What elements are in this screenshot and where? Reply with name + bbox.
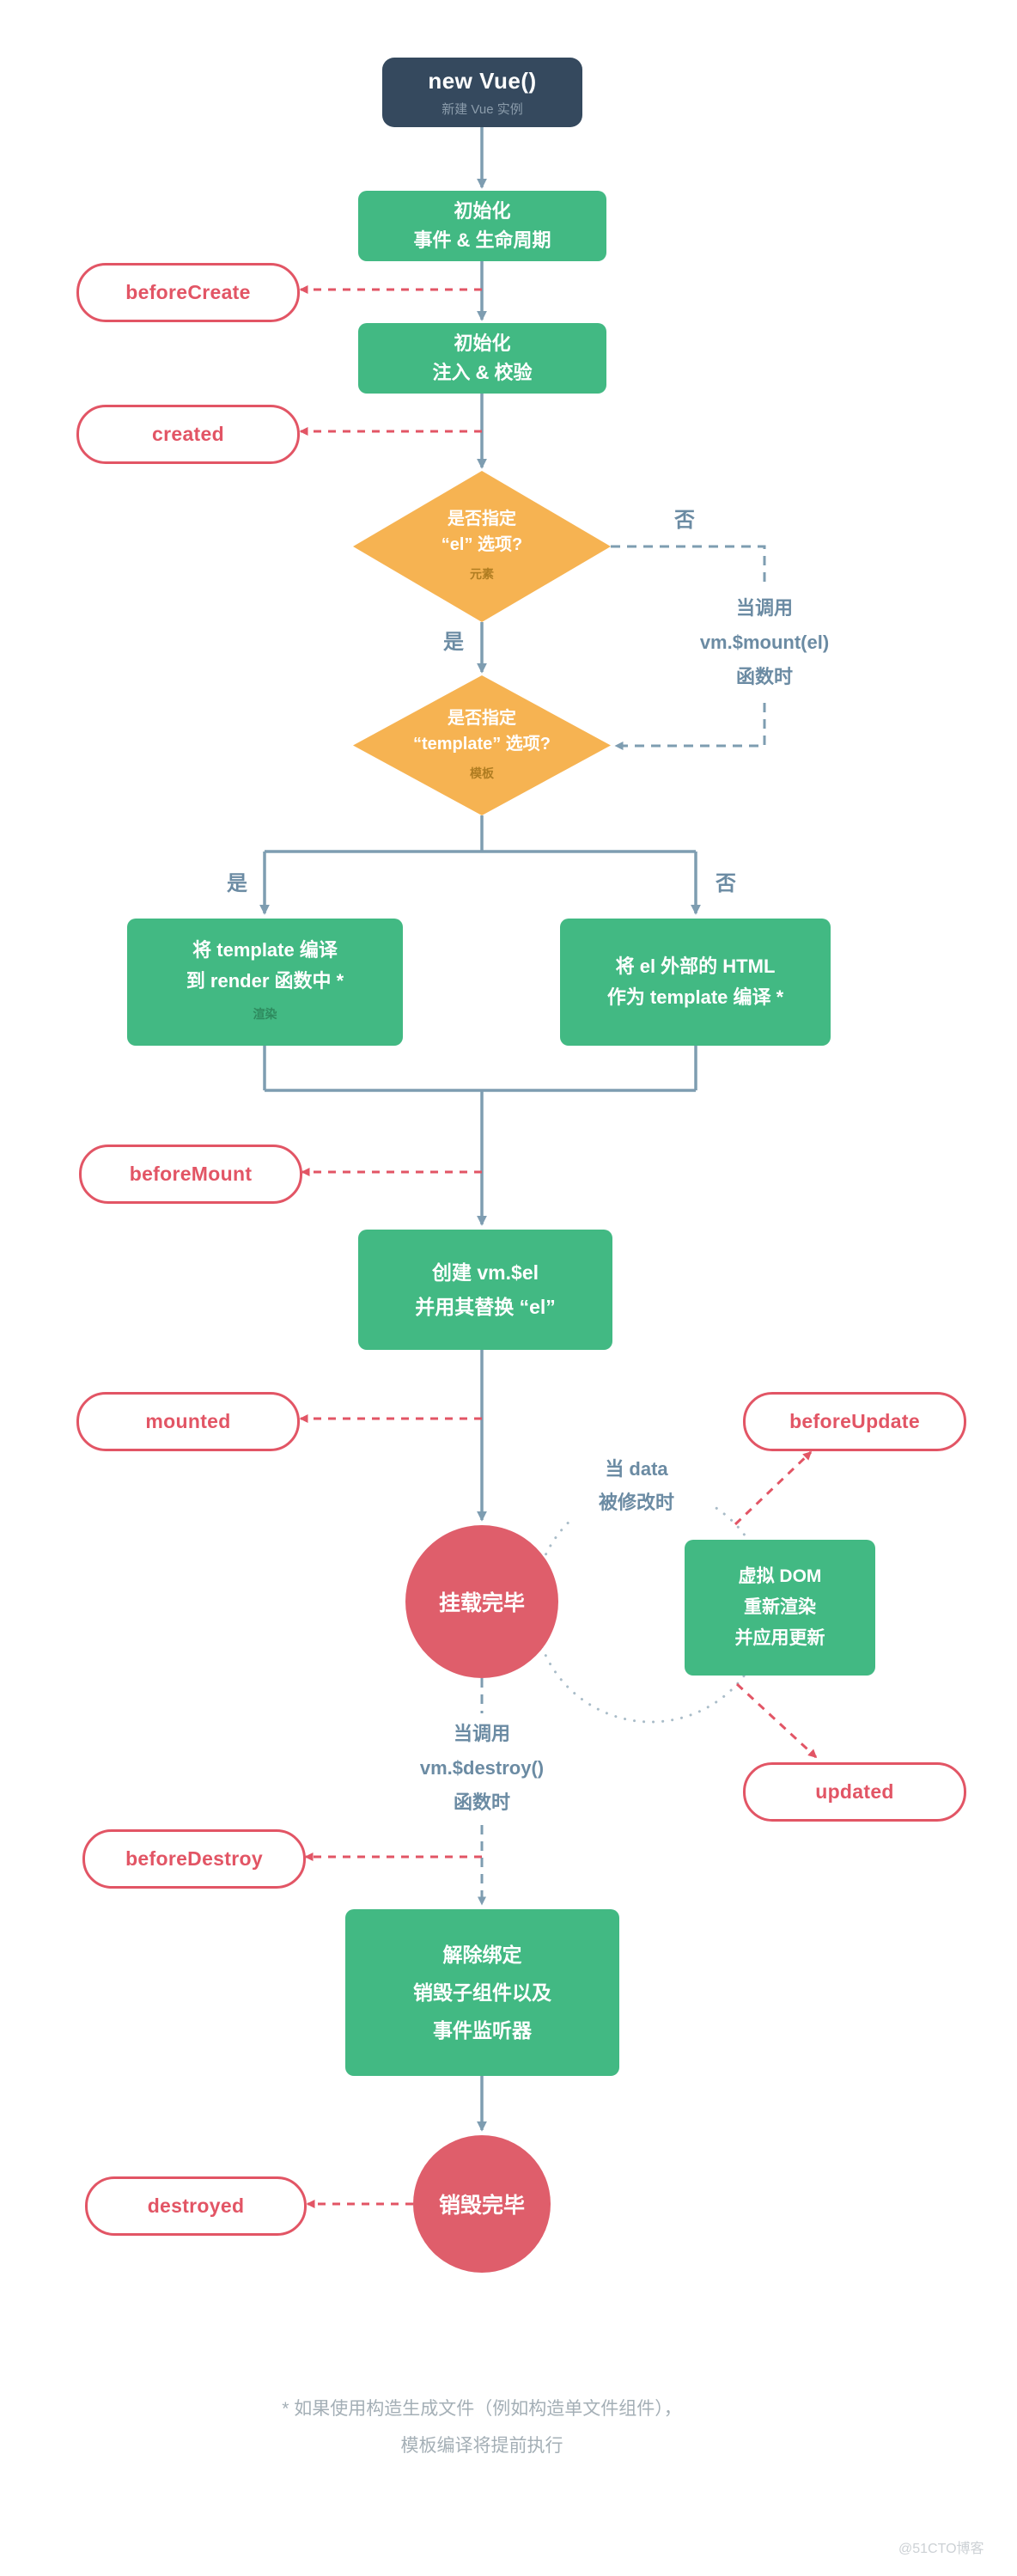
decision-el-note: 元素 xyxy=(470,567,494,581)
create-el-line2: 并用其替换 “el” xyxy=(415,1296,556,1318)
mount-note-line2: vm.$mount(el) xyxy=(699,632,830,653)
connector-before-update xyxy=(734,1450,813,1526)
compile-el-line2: 作为 template 编译 * xyxy=(606,986,784,1008)
teardown-node: 解除绑定 销毁子组件以及 事件监听器 xyxy=(345,1909,619,2076)
hook-before-create: beforeCreate xyxy=(76,263,300,322)
watermark: @51CTO博客 xyxy=(898,2542,984,2556)
virtual-dom-line3: 并应用更新 xyxy=(734,1628,825,1648)
hook-before-mount: beforeMount xyxy=(79,1145,302,1204)
data-change-note: 当 data 被修改时 xyxy=(560,1450,713,1521)
hook-mounted: mounted xyxy=(76,1392,300,1451)
footnote-line1: * 如果使用构造生成文件（例如构造单文件组件）， xyxy=(282,2399,682,2419)
mounted-state-circle: 挂载完毕 xyxy=(405,1525,558,1678)
mount-note-line3: 函数时 xyxy=(735,666,793,687)
compile-template-line2: 到 render 函数中 * xyxy=(186,970,344,992)
hook-destroyed: destroyed xyxy=(85,2176,307,2236)
init-injections-line1: 初始化 xyxy=(454,333,511,354)
destroy-note-line3: 函数时 xyxy=(453,1792,510,1813)
hook-created: created xyxy=(76,405,300,464)
decision-template-note: 模板 xyxy=(470,766,494,780)
connector-updated xyxy=(735,1682,818,1759)
hook-before-destroy: beforeDestroy xyxy=(82,1829,306,1889)
create-el-line1: 创建 vm.$el xyxy=(432,1261,539,1284)
data-change-line1: 当 data xyxy=(605,1458,668,1480)
hook-before-update: beforeUpdate xyxy=(743,1392,966,1451)
init-events-node: 初始化 事件 & 生命周期 xyxy=(358,191,606,261)
mount-call-note: 当调用 vm.$mount(el) 函数时 xyxy=(655,588,874,698)
destroy-call-note: 当调用 vm.$destroy() 函数时 xyxy=(382,1713,582,1823)
mount-note-line1: 当调用 xyxy=(735,597,793,619)
branch-label-yes: 是 xyxy=(227,872,247,895)
data-change-line2: 被修改时 xyxy=(598,1492,674,1513)
compile-el-node: 将 el 外部的 HTML 作为 template 编译 * xyxy=(560,919,831,1046)
main-flow-connectors xyxy=(259,127,701,2132)
hook-connectors xyxy=(299,284,818,2209)
teardown-line2: 销毁子组件以及 xyxy=(413,1981,551,2004)
compile-template-node: 将 template 编译 到 render 函数中 * 渲染 xyxy=(127,919,403,1046)
init-events-line2: 事件 & 生命周期 xyxy=(413,229,551,251)
new-vue-subtitle: 新建 Vue 实例 xyxy=(442,101,523,117)
init-injections-node: 初始化 注入 & 校验 xyxy=(358,323,606,394)
destroy-note-line2: vm.$destroy() xyxy=(419,1757,545,1779)
branch-label-no: 否 xyxy=(716,872,736,895)
new-vue-node: new Vue() 新建 Vue 实例 xyxy=(382,58,582,127)
decision-template-line2: “template” 选项? xyxy=(412,734,551,754)
init-events-line1: 初始化 xyxy=(454,200,511,222)
virtual-dom-node: 虚拟 DOM 重新渲染 并应用更新 xyxy=(685,1540,875,1676)
destroyed-state-circle: 销毁完毕 xyxy=(413,2135,551,2273)
destroy-note-line1: 当调用 xyxy=(453,1723,510,1744)
init-injections-line2: 注入 & 校验 xyxy=(432,362,533,383)
footnote: * 如果使用构造生成文件（例如构造单文件组件）， 模板编译将提前执行 xyxy=(155,2390,808,2464)
compile-template-note: 渲染 xyxy=(253,1007,277,1021)
teardown-line1: 解除绑定 xyxy=(442,1944,522,1966)
new-vue-title: new Vue() xyxy=(428,67,537,94)
decision-template-line1: 是否指定 xyxy=(448,708,516,728)
branch-label-no: 否 xyxy=(674,509,695,532)
decision-el-line2: “el” 选项? xyxy=(441,535,523,554)
compile-template-line1: 将 template 编译 xyxy=(192,939,338,961)
branch-label-yes: 是 xyxy=(443,631,464,654)
create-el-node: 创建 vm.$el 并用其替换 “el” xyxy=(358,1230,612,1350)
teardown-line3: 事件监听器 xyxy=(433,2019,532,2042)
compile-el-line1: 将 el 外部的 HTML xyxy=(615,955,776,977)
footnote-line2: 模板编译将提前执行 xyxy=(400,2436,563,2456)
virtual-dom-line2: 重新渲染 xyxy=(744,1597,816,1617)
virtual-dom-line1: 虚拟 DOM xyxy=(738,1566,822,1586)
decision-el-line1: 是否指定 xyxy=(448,510,516,528)
hook-updated: updated xyxy=(743,1762,966,1822)
